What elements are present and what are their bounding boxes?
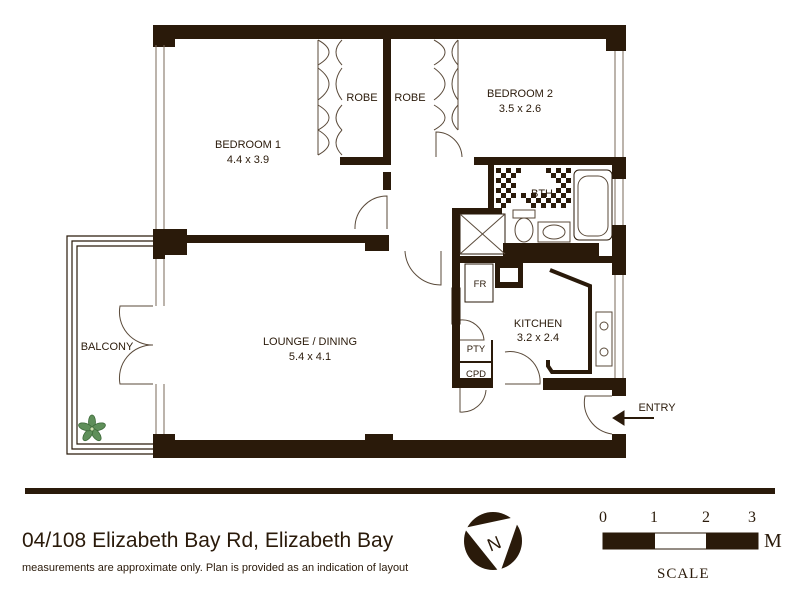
doors [118,39,613,435]
scale-bar [602,532,759,550]
sliding-door [451,287,461,325]
bedroom1-dims: 4.4 x 3.9 [227,154,269,166]
cupboard-label: CPD [466,369,486,380]
lounge-label: LOUNGE / DINING [263,336,357,348]
robe2-label: ROBE [394,92,425,104]
balcony-label: BALCONY [81,341,134,353]
scale-label: SCALE [657,566,710,582]
bedroom1-label: BEDROOM 1 [215,139,281,151]
disclaimer-text: measurements are approximate only. Plan … [22,562,409,574]
walls [153,25,626,458]
bath-tiles [496,168,571,208]
bedroom2-dims: 3.5 x 2.6 [499,103,541,115]
lounge-dims: 5.4 x 4.1 [289,351,331,363]
robe1-label: ROBE [346,92,377,104]
kitchen-dims: 3.2 x 2.4 [517,332,559,344]
balcony-outline [66,235,153,455]
divider [25,488,775,494]
scale-tick-2: 2 [702,509,710,526]
compass-icon: N [464,512,522,573]
bath-label: BTH [531,188,553,200]
scale-unit: M [764,530,782,552]
scale-tick-0: 0 [599,509,607,526]
scale-tick-1: 1 [650,509,658,526]
kitchen-label: KITCHEN [514,318,562,330]
windows [155,45,624,434]
pantry-label: PTY [467,344,486,355]
entry-label: ENTRY [638,402,676,414]
entry-arrow-icon [612,410,654,426]
bedroom2-label: BEDROOM 2 [487,88,553,100]
plant-icon [78,414,106,442]
fridge-label: FR [474,279,487,290]
scale-tick-3: 3 [748,509,756,526]
property-address: 04/108 Elizabeth Bay Rd, Elizabeth Bay [22,529,394,552]
